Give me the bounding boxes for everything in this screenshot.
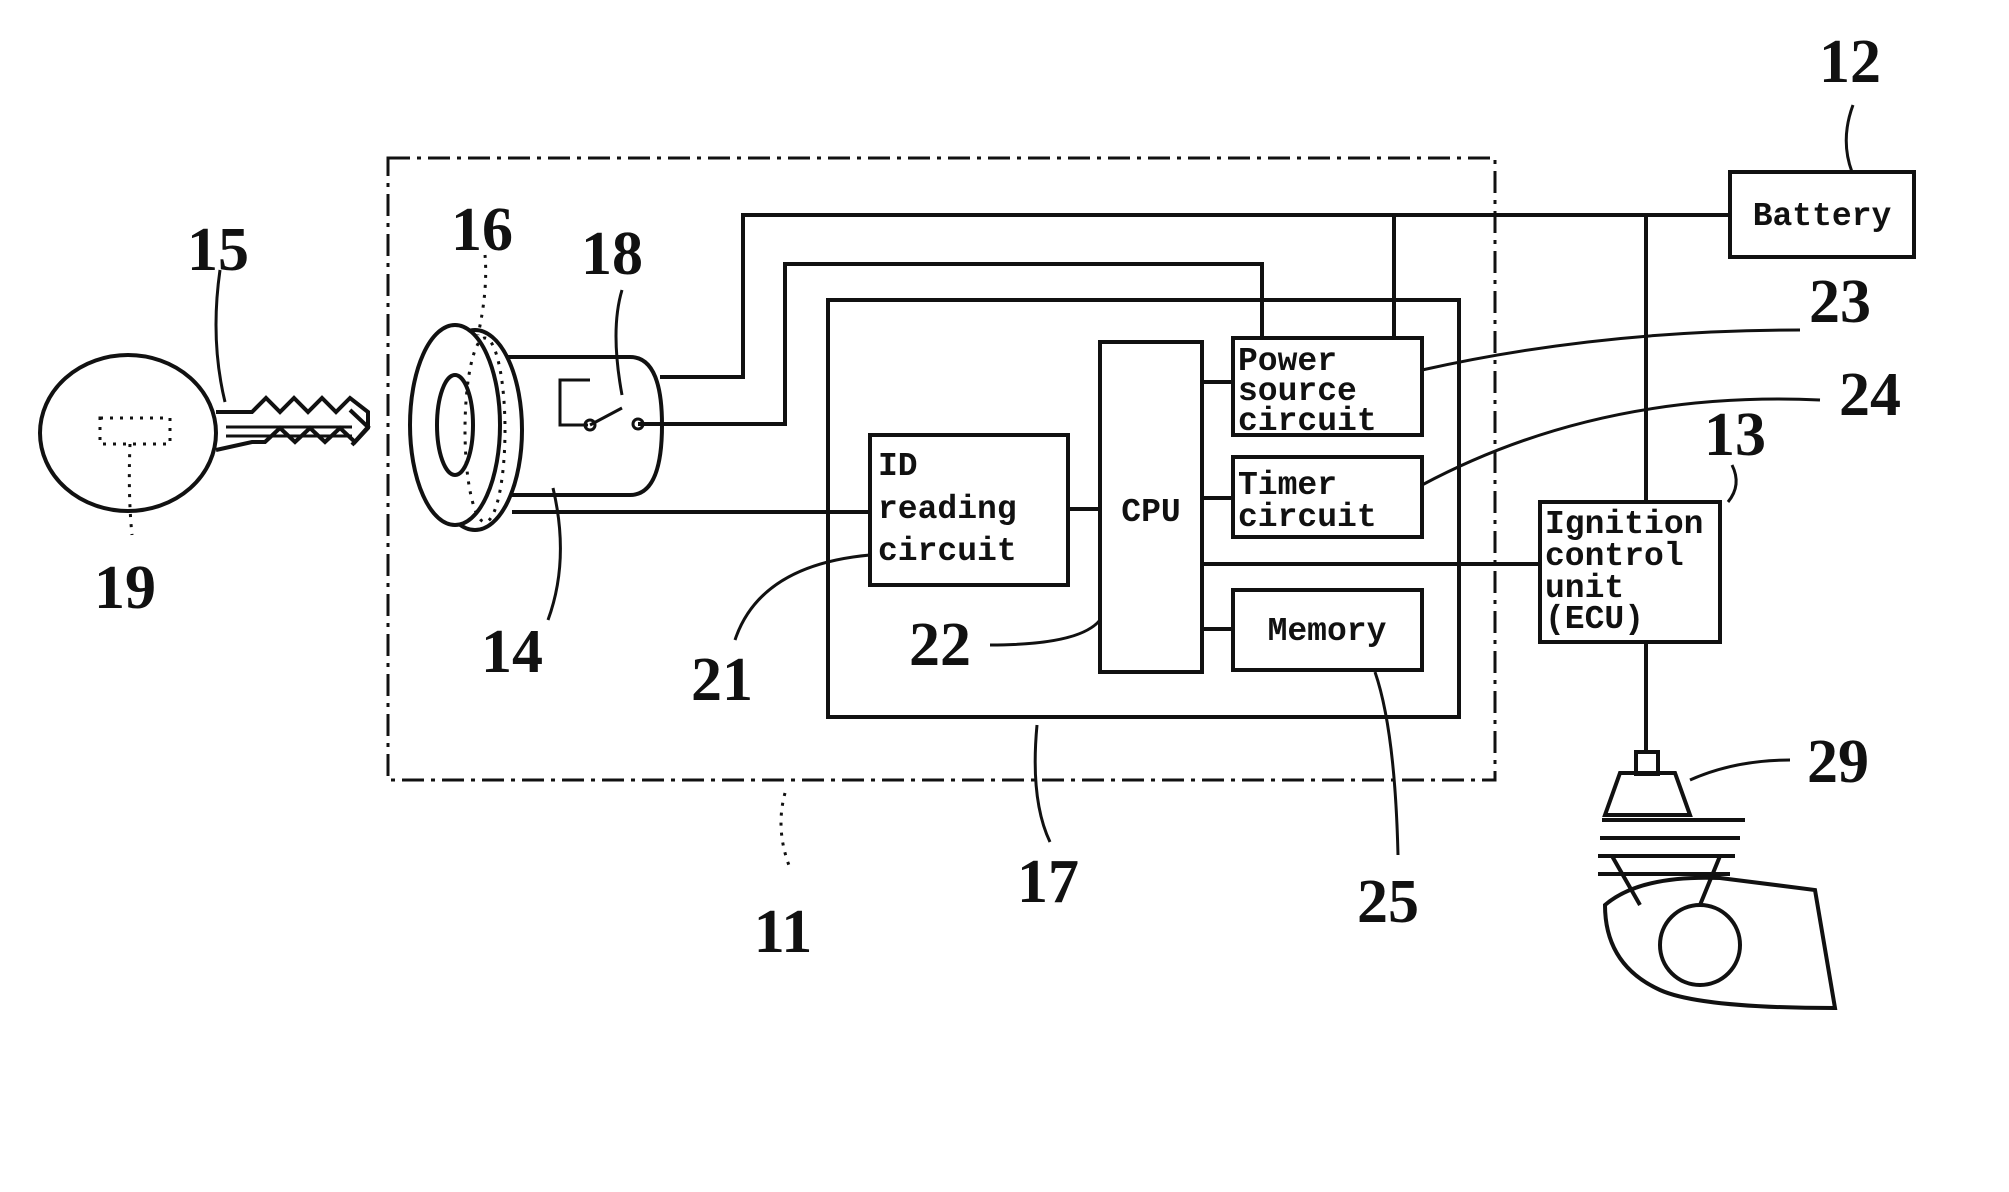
ref-13: 13 (1704, 401, 1766, 469)
battery-label: Battery (1753, 198, 1892, 235)
cpu-block: CPU (1100, 342, 1202, 672)
ref-12: 12 (1819, 28, 1881, 96)
key-blade (216, 398, 368, 450)
ref-22: 22 (909, 611, 971, 679)
ref-15: 15 (187, 216, 249, 284)
ref-11: 11 (754, 898, 813, 966)
ref-17: 17 (1017, 848, 1079, 916)
battery-block: Battery (1730, 172, 1914, 257)
power-source-label-line3: circuit (1238, 403, 1377, 440)
memory-block: Memory (1233, 590, 1422, 670)
ecu-label-line4: (ECU) (1545, 601, 1644, 638)
cpu-label: CPU (1121, 494, 1180, 531)
ref-29: 29 (1807, 728, 1869, 796)
ref-18: 18 (581, 220, 643, 288)
ref-24: 24 (1839, 361, 1901, 429)
timer-label-line2: circuit (1238, 499, 1377, 536)
ref-16: 16 (451, 196, 513, 264)
id-reading-label-line3: circuit (878, 533, 1017, 570)
key-cylinder (410, 325, 662, 530)
engine-cylinder-head (1605, 878, 1835, 1008)
ref-19: 19 (94, 554, 156, 622)
id-reading-circuit-block: ID reading circuit (870, 435, 1068, 585)
cylinder-face (410, 325, 500, 525)
ref-14: 14 (481, 618, 543, 686)
ecu-block: Ignition control unit (ECU) (1540, 502, 1720, 642)
ref-21: 21 (691, 646, 753, 714)
ignition-key (40, 355, 368, 511)
transponder-chip (100, 418, 170, 444)
piston (1660, 905, 1740, 985)
spark-plug (1598, 752, 1835, 1008)
ref-25: 25 (1357, 868, 1419, 936)
key-head (40, 355, 216, 511)
ref-23: 23 (1809, 268, 1871, 336)
memory-label: Memory (1268, 613, 1387, 650)
switch (560, 380, 643, 430)
power-source-circuit-block: Power source circuit (1233, 338, 1422, 440)
id-reading-label-line2: reading (878, 491, 1017, 528)
timer-circuit-block: Timer circuit (1233, 457, 1422, 537)
id-reading-label: ID (878, 448, 918, 485)
